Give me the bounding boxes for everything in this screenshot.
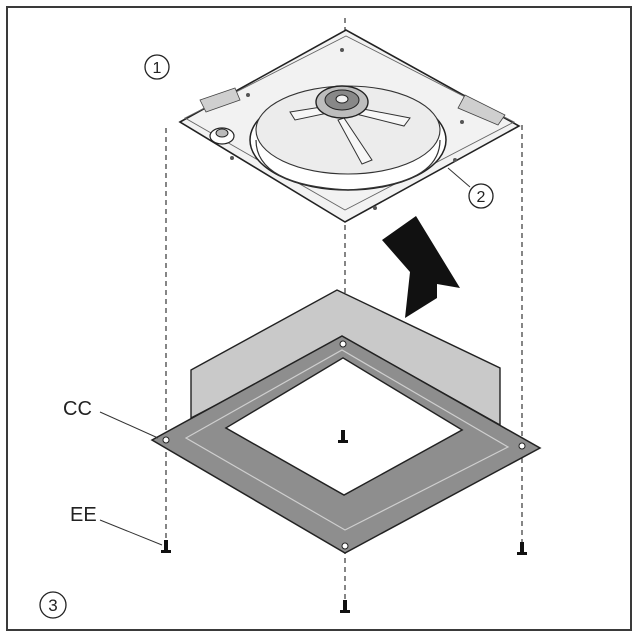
callout-number-3: 3 (48, 596, 57, 615)
fan-hub (315, 85, 369, 119)
callout-circle (39, 591, 67, 619)
plate-hole (340, 48, 344, 52)
part-label-cc: CC (63, 398, 92, 420)
fan-hub-center (335, 94, 349, 104)
leader-line-cc (99, 411, 159, 439)
screws (161, 430, 527, 613)
leader-line-ee (99, 519, 163, 546)
frame-hole (339, 340, 347, 348)
plate-corner-tab-left (199, 87, 241, 113)
plate-knob-top (215, 128, 229, 138)
frame-flange-groove (184, 349, 510, 531)
frame-hole (518, 442, 526, 450)
part-label-ee: EE (70, 504, 97, 526)
plate-hole (460, 120, 464, 124)
frame-hole (162, 436, 170, 444)
frame-hole (341, 542, 349, 550)
callout-number-2: 2 (477, 189, 486, 206)
frame-opening (224, 357, 464, 496)
fan-ring-lower-rim (255, 139, 441, 191)
diagram-frame (6, 6, 632, 631)
screw-icon (338, 430, 348, 443)
plate-holes (230, 48, 464, 210)
callout-circle (468, 183, 494, 209)
screw-icon (340, 600, 350, 613)
mounting-frame (150, 289, 542, 554)
callout-number-1: 1 (153, 60, 162, 77)
plate-hole (373, 206, 377, 210)
plate-knob (209, 127, 235, 145)
screw-icon (161, 540, 171, 553)
fan-blade (337, 117, 373, 165)
up-arrow-icon (382, 216, 460, 318)
leader-line-2 (447, 167, 471, 188)
fan-plate-assembly (178, 29, 521, 223)
frame-holes (162, 340, 526, 550)
leader-lines (99, 167, 471, 546)
callout-2: 2 (468, 183, 494, 209)
plate-corner-tab-right (457, 94, 506, 126)
plate-hole (230, 156, 234, 160)
callout-circle (144, 54, 170, 80)
plate-hole (453, 158, 457, 162)
plate-hole (246, 93, 250, 97)
screw-icon (517, 542, 527, 555)
callout-1: 1 (144, 54, 170, 80)
callout-3: 3 (39, 591, 67, 619)
